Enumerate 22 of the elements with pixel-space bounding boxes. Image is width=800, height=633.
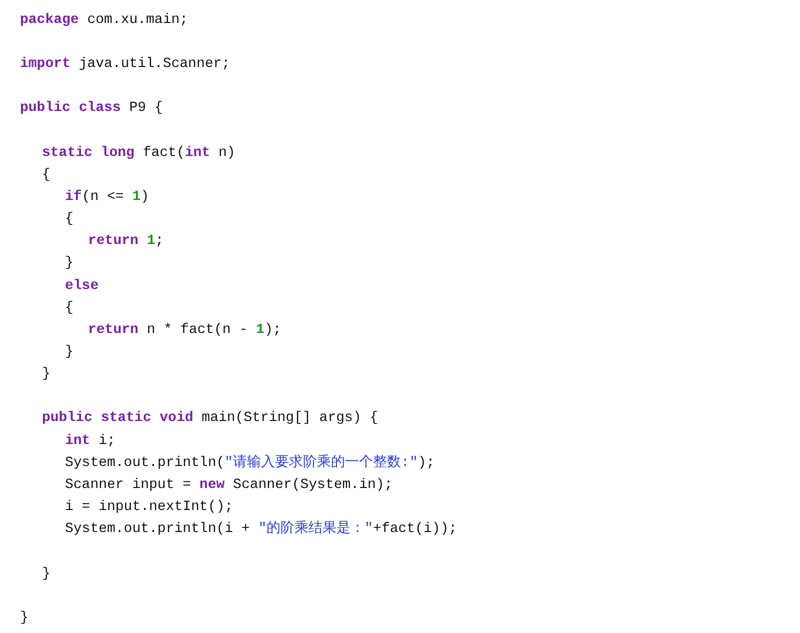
code-line: } [65,254,74,273]
code-line: public class P9 { [20,99,163,118]
code-line: Scanner input = new Scanner(System.in); [65,476,393,495]
code-line: System.out.println("请输入要求阶乘的一个整数:"); [65,454,435,473]
code-line: else [65,277,99,296]
code-line: public static void main(String[] args) { [42,409,378,428]
code-line: { [65,210,74,229]
code-line: { [42,166,50,185]
code-line: if(n <= 1) [65,188,150,207]
code-line: package com.xu.main; [20,11,188,30]
code-line: return n * fact(n - 1); [88,321,282,340]
code-line: System.out.println(i + "的阶乘结果是："+fact(i)); [65,520,458,539]
code-line: i = input.nextInt(); [65,498,234,517]
code-line: } [42,565,50,584]
code-line: } [42,365,50,384]
code-line: static long fact(int n) [42,144,236,163]
code-line: return 1; [88,232,164,251]
code-line: import java.util.Scanner; [20,55,230,74]
code-line: } [20,609,28,628]
code-line: } [65,343,74,362]
code-line: { [65,299,74,318]
code-line: int i; [65,432,116,451]
